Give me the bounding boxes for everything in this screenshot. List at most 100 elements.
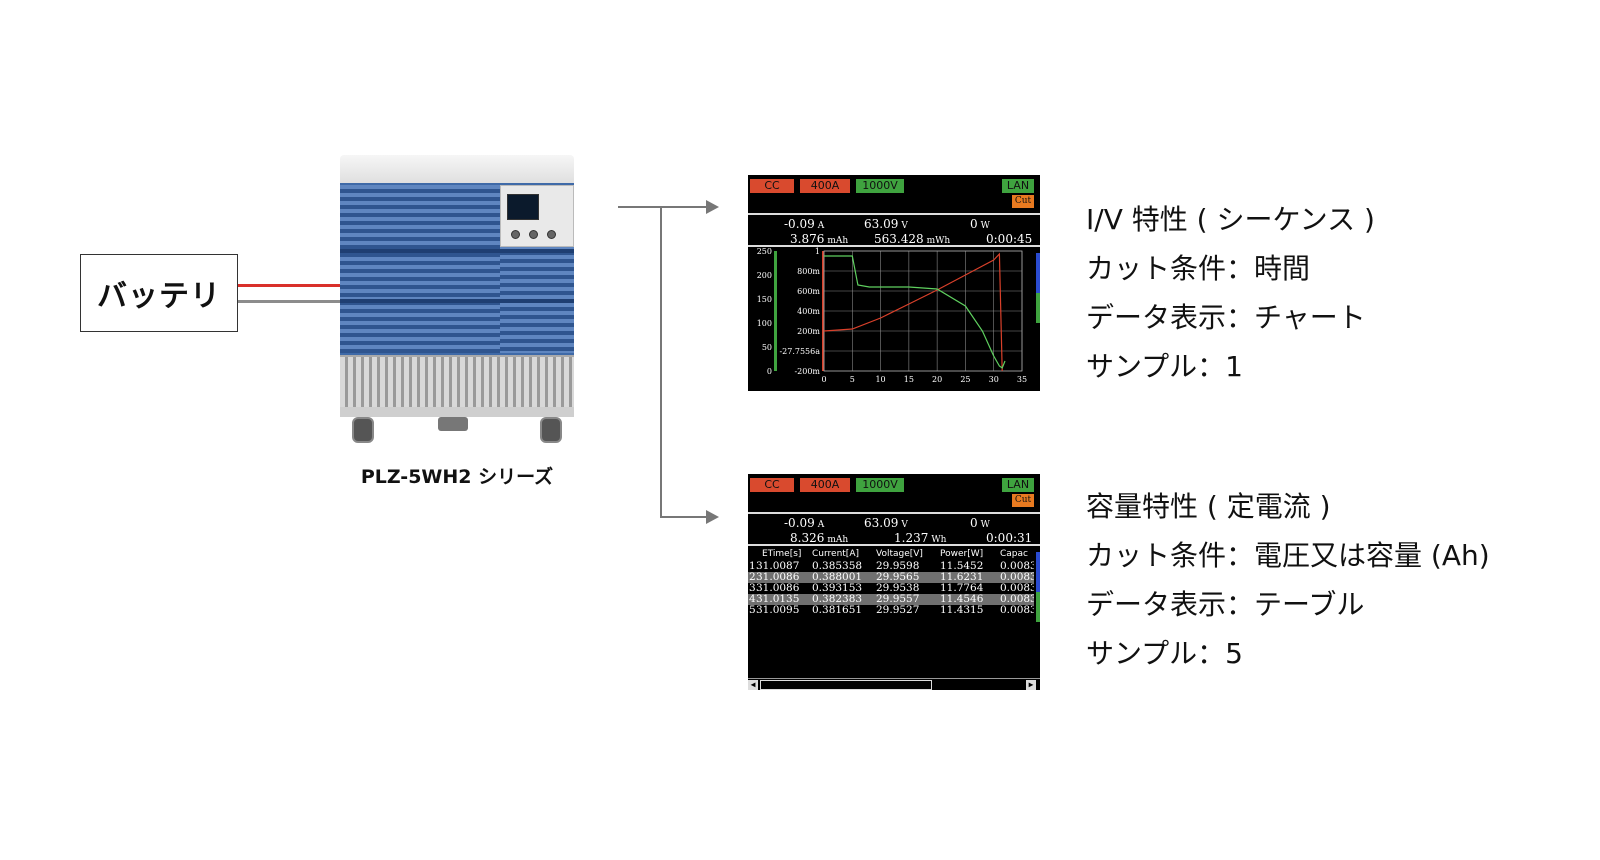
knob-icon: [547, 230, 556, 239]
device-vents: [340, 185, 500, 353]
y-right-tick-label: -200m: [794, 367, 820, 376]
table-cell: 1: [749, 560, 756, 572]
current-value: -0.09: [784, 217, 815, 231]
right-axis-bar: [822, 251, 824, 371]
side-indicator: [1036, 592, 1040, 622]
voltage-value: 63.09: [864, 516, 899, 530]
table-row[interactable]: 1 31.0087 0.385358 29.9598 11.5452 0.008…: [748, 561, 1034, 572]
elapsed-time: 0:00:31: [986, 531, 1033, 545]
y-left-tick-label: 150: [757, 295, 772, 304]
x-tick-label: 5: [850, 375, 855, 384]
table-cell: 31.0095: [756, 604, 800, 616]
table-cell: 0.393153: [812, 582, 863, 594]
scroll-right-icon[interactable]: ▶: [1026, 680, 1036, 690]
energy-value: 1.237: [894, 531, 929, 545]
series-line: [823, 252, 1003, 372]
capacity-value: 8.326: [790, 531, 825, 545]
x-tick-label: 10: [875, 375, 885, 384]
table-cell: 0.0083: [1000, 561, 1034, 572]
current-unit: A: [817, 520, 825, 530]
data-table: ETime[s] Current[A] Voltage[V] Power[W] …: [748, 548, 1034, 616]
device-front-panel: [500, 185, 574, 247]
y-right-tick-label: 1: [815, 247, 820, 256]
plot-frame: [823, 250, 1023, 372]
mode-badge: CC: [750, 478, 794, 492]
cut-badge: Cut: [1012, 195, 1034, 208]
capacity-value: 3.876: [790, 232, 825, 246]
table-cell: 0.0083: [1000, 605, 1034, 616]
power-value: 0: [970, 217, 978, 231]
desc-data-display: データ表示：チャート: [1086, 301, 1366, 334]
table-cell: 4: [749, 593, 756, 605]
side-indicator: [1036, 552, 1040, 592]
table-row[interactable]: 5 31.0095 0.381651 29.9527 11.4315 0.008…: [748, 605, 1034, 616]
table-cell: 31.0087: [756, 560, 800, 572]
battery-label: バッテリ: [97, 279, 221, 314]
device-divider: [340, 249, 574, 253]
y-left-tick-label: 50: [762, 343, 772, 352]
current-range-badge: 400A: [800, 478, 850, 492]
device-divider: [340, 299, 574, 303]
y-right-tick-label: 400m: [797, 307, 820, 316]
mode-badge: CC: [750, 179, 794, 193]
left-axis-bar: [774, 251, 777, 371]
battery-box: バッテリ: [80, 254, 238, 332]
table-cell: 29.9565: [876, 571, 920, 583]
desc-sample: サンプル：5: [1086, 637, 1243, 670]
knob-icon: [511, 230, 520, 239]
voltage-unit: V: [901, 520, 908, 530]
connector-line: [660, 206, 662, 517]
scroll-thumb[interactable]: [760, 680, 932, 690]
table-cell: 11.7764: [940, 582, 984, 594]
y-right-tick-label: 200m: [797, 327, 820, 336]
table-cell: 11.4315: [940, 604, 984, 616]
voltage-value: 63.09: [864, 217, 899, 231]
power-unit: W: [980, 221, 990, 231]
iv-description: I/V 特性 ( シーケンス ) カット条件：時間 データ表示：チャート サンプ…: [1086, 195, 1375, 391]
table-cell: 29.9527: [876, 604, 920, 616]
table-cell: 0.0083: [1000, 572, 1034, 583]
desc-cut-condition: カット条件：電圧又は容量 (Ah): [1086, 539, 1490, 572]
table-cell: 0.0083: [1000, 594, 1034, 605]
scroll-left-icon[interactable]: ◀: [748, 680, 758, 690]
table-header-cell: Capac: [1000, 549, 1028, 559]
table-cell: 0.382383: [812, 593, 863, 605]
table-header-cell: Voltage[V]: [876, 549, 923, 559]
table-cell: 11.6231: [940, 571, 984, 583]
y-left-tick-label: 200: [757, 271, 772, 280]
energy-unit: mWh: [926, 236, 951, 246]
table-row[interactable]: 4 31.0135 0.382383 29.9557 11.4546 0.008…: [748, 594, 1034, 605]
current-range-badge: 400A: [800, 179, 850, 193]
current-unit: A: [817, 221, 825, 231]
table-cell: 2: [749, 571, 756, 583]
x-tick-label: 35: [1017, 375, 1027, 384]
table-cell: 0.388001: [812, 571, 863, 583]
x-tick-label: 20: [932, 375, 942, 384]
arrow-right-icon: [706, 510, 719, 524]
cut-badge: Cut: [1012, 494, 1034, 507]
x-tick-label: 25: [960, 375, 970, 384]
table-row[interactable]: 3 31.0086 0.393153 29.9538 11.7764 0.008…: [748, 583, 1034, 594]
connector-line: [618, 206, 662, 208]
table-cell: 11.5452: [940, 560, 984, 572]
y-left-tick-label: 250: [757, 247, 772, 256]
caster-wheel-icon: [352, 417, 374, 443]
table-row[interactable]: 2 31.0086 0.388001 29.9565 11.6231 0.008…: [748, 572, 1034, 583]
power-value: 0: [970, 516, 978, 530]
horizontal-scrollbar[interactable]: ◀ ▶: [748, 678, 1040, 690]
power-unit: W: [980, 520, 990, 530]
elapsed-time: 0:00:45: [986, 232, 1033, 246]
capacity-description: 容量特性 ( 定電流 ) カット条件：電圧又は容量 (Ah) データ表示：テーブ…: [1086, 482, 1490, 678]
device-display: [507, 194, 539, 220]
device-foot: [438, 417, 468, 431]
voltage-range-badge: 1000V: [856, 478, 904, 492]
device-top-cover: [340, 155, 574, 185]
voltage-unit: V: [901, 221, 908, 231]
y-right-tick-label: -27.7556a: [779, 347, 820, 356]
positive-wire: [238, 284, 344, 287]
table-cell: 5: [749, 604, 756, 616]
current-value: -0.09: [784, 516, 815, 530]
